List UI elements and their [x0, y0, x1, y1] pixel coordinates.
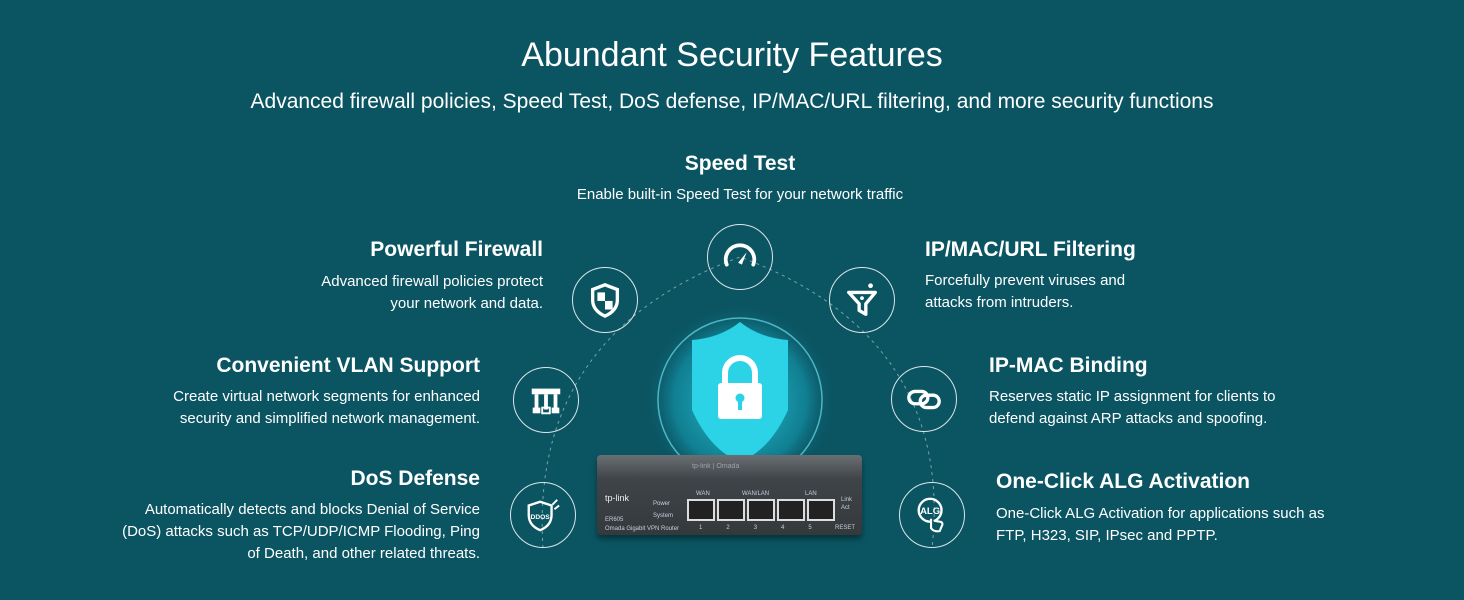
router-name: Omada Gigabit VPN Router: [605, 526, 680, 532]
ddos-shield-icon: DDOS: [510, 482, 576, 548]
port-number: 1: [699, 525, 703, 531]
ethernet-port: [687, 499, 715, 521]
router-wan-label: WAN: [696, 491, 710, 497]
feature-desc-vlan-1: Create virtual network segments for enha…: [173, 388, 480, 405]
svg-text:ALG: ALG: [920, 506, 940, 517]
link-icon: [891, 366, 957, 432]
port-number: 2: [726, 525, 730, 531]
ethernet-port: [747, 499, 775, 521]
router-system-label: System: [653, 513, 674, 519]
speedometer-icon: [707, 224, 773, 290]
ethernet-port: [807, 499, 835, 521]
feature-title-firewall: Powerful Firewall: [370, 238, 543, 261]
vlan-icon: [513, 367, 579, 433]
port-number: 3: [753, 525, 758, 531]
router-ports: [687, 499, 835, 521]
feature-desc-filtering-2: attacks from intruders.: [925, 294, 1074, 311]
feature-desc-dos-3: of Death, and other related threats.: [247, 545, 480, 562]
router-model: ER605: [605, 517, 624, 523]
router-image: tp-link | Omada tp-link ER605 Omada Giga…: [597, 455, 862, 535]
feature-desc-ipmac-2: defend against ARP attacks and spoofing.: [989, 410, 1268, 427]
router-act-label: Act: [841, 505, 850, 511]
feature-desc-firewall-2: your network and data.: [390, 295, 543, 312]
port-number: 4: [781, 525, 785, 531]
router-wanlan-label: WAN/LAN: [742, 491, 770, 497]
port-number: 5: [808, 525, 812, 531]
ethernet-port: [777, 499, 805, 521]
feature-desc-speed-test: Enable built-in Speed Test for your netw…: [576, 186, 904, 203]
feature-title-vlan: Convenient VLAN Support: [216, 354, 480, 377]
feature-desc-vlan-2: security and simplified network manageme…: [179, 410, 480, 427]
feature-desc-alg-2: FTP, H323, SIP, IPsec and PPTP.: [996, 527, 1218, 544]
svg-text:DDOS: DDOS: [531, 514, 551, 521]
router-top-brand: tp-link | Omada: [692, 463, 740, 470]
filter-icon: [829, 267, 895, 333]
feature-title-filtering: IP/MAC/URL Filtering: [925, 238, 1136, 261]
feature-desc-filtering-1: Forcefully prevent viruses and: [925, 272, 1126, 289]
feature-title-dos: DoS Defense: [350, 467, 480, 490]
feature-title-speed-test: Speed Test: [684, 152, 796, 175]
router-lan-label: LAN: [805, 491, 817, 497]
feature-title-alg: One-Click ALG Activation: [996, 470, 1250, 493]
feature-desc-alg-1: One-Click ALG Activation for application…: [996, 505, 1325, 522]
feature-title-ipmac: IP-MAC Binding: [989, 354, 1148, 377]
feature-desc-ipmac-1: Reserves static IP assignment for client…: [989, 388, 1276, 405]
ethernet-port: [717, 499, 745, 521]
router-reset-label: RESET: [835, 525, 856, 531]
feature-desc-firewall-1: Advanced firewall policies protect: [321, 273, 543, 290]
feature-desc-dos-2: (DoS) attacks such as TCP/UDP/ICMP Flood…: [122, 523, 480, 540]
feature-desc-dos-1: Automatically detects and blocks Denial …: [144, 501, 480, 518]
router-link-label: Link: [841, 497, 853, 503]
alg-touch-icon: ALG: [899, 482, 965, 548]
page-subtitle: Advanced firewall policies, Speed Test, …: [250, 90, 1214, 113]
router-brand: tp-link: [605, 493, 630, 503]
shield-icon: [572, 267, 638, 333]
router-power-label: Power: [653, 501, 671, 507]
page-title: Abundant Security Features: [521, 36, 943, 74]
